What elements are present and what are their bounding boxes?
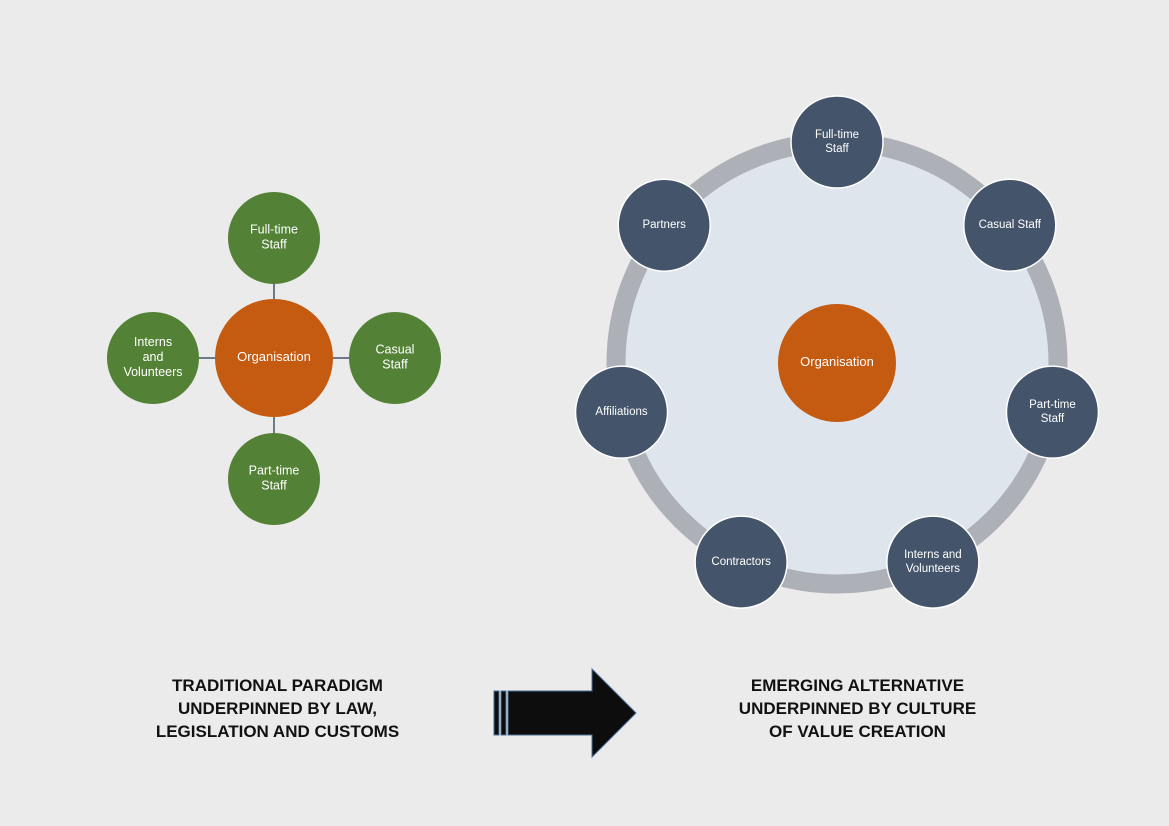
emerging-node-1: Casual Staff (963, 178, 1057, 272)
traditional-organisation-circle (215, 299, 333, 417)
emerging-node-1-label: Casual Staff (979, 219, 1042, 231)
emerging-node-3-circle (886, 515, 980, 609)
emerging-node-4: Contractors (694, 515, 788, 609)
emerging-node-5-circle (574, 365, 669, 459)
emerging-node-4-circle (694, 515, 788, 609)
traditional-caption: TRADITIONAL PARADIGM UNDERPINNED BY LAW,… (155, 676, 400, 741)
emerging-node-1-circle (963, 178, 1057, 272)
emerging-organisation-circle (778, 304, 896, 422)
traditional-node-right-circle (349, 312, 441, 404)
emerging-organisation: Organisation (778, 304, 896, 422)
traditional-node-bottom-circle (228, 433, 320, 525)
emerging-node-2-circle (1005, 365, 1100, 459)
traditional-node-left-circle (107, 312, 199, 404)
right-arrow-icon (493, 667, 637, 759)
traditional-organisation-label: Organisation (237, 349, 311, 364)
emerging-node-5-label: Affiliations (595, 406, 647, 418)
emerging-node-0-circle (790, 95, 884, 189)
emerging-node-4-label: Contractors (711, 556, 771, 568)
emerging-node-6-circle (617, 178, 711, 272)
traditional-organisation: Organisation (215, 299, 333, 417)
emerging-caption: EMERGING ALTERNATIVE UNDERPINNED BY CULT… (738, 676, 977, 741)
emerging-node-6: Partners (617, 178, 711, 272)
emerging-node-5: Affiliations (574, 365, 669, 459)
emerging-organisation-label: Organisation (800, 354, 874, 369)
emerging-node-6-label: Partners (642, 219, 686, 231)
traditional-node-top-circle (228, 192, 320, 284)
